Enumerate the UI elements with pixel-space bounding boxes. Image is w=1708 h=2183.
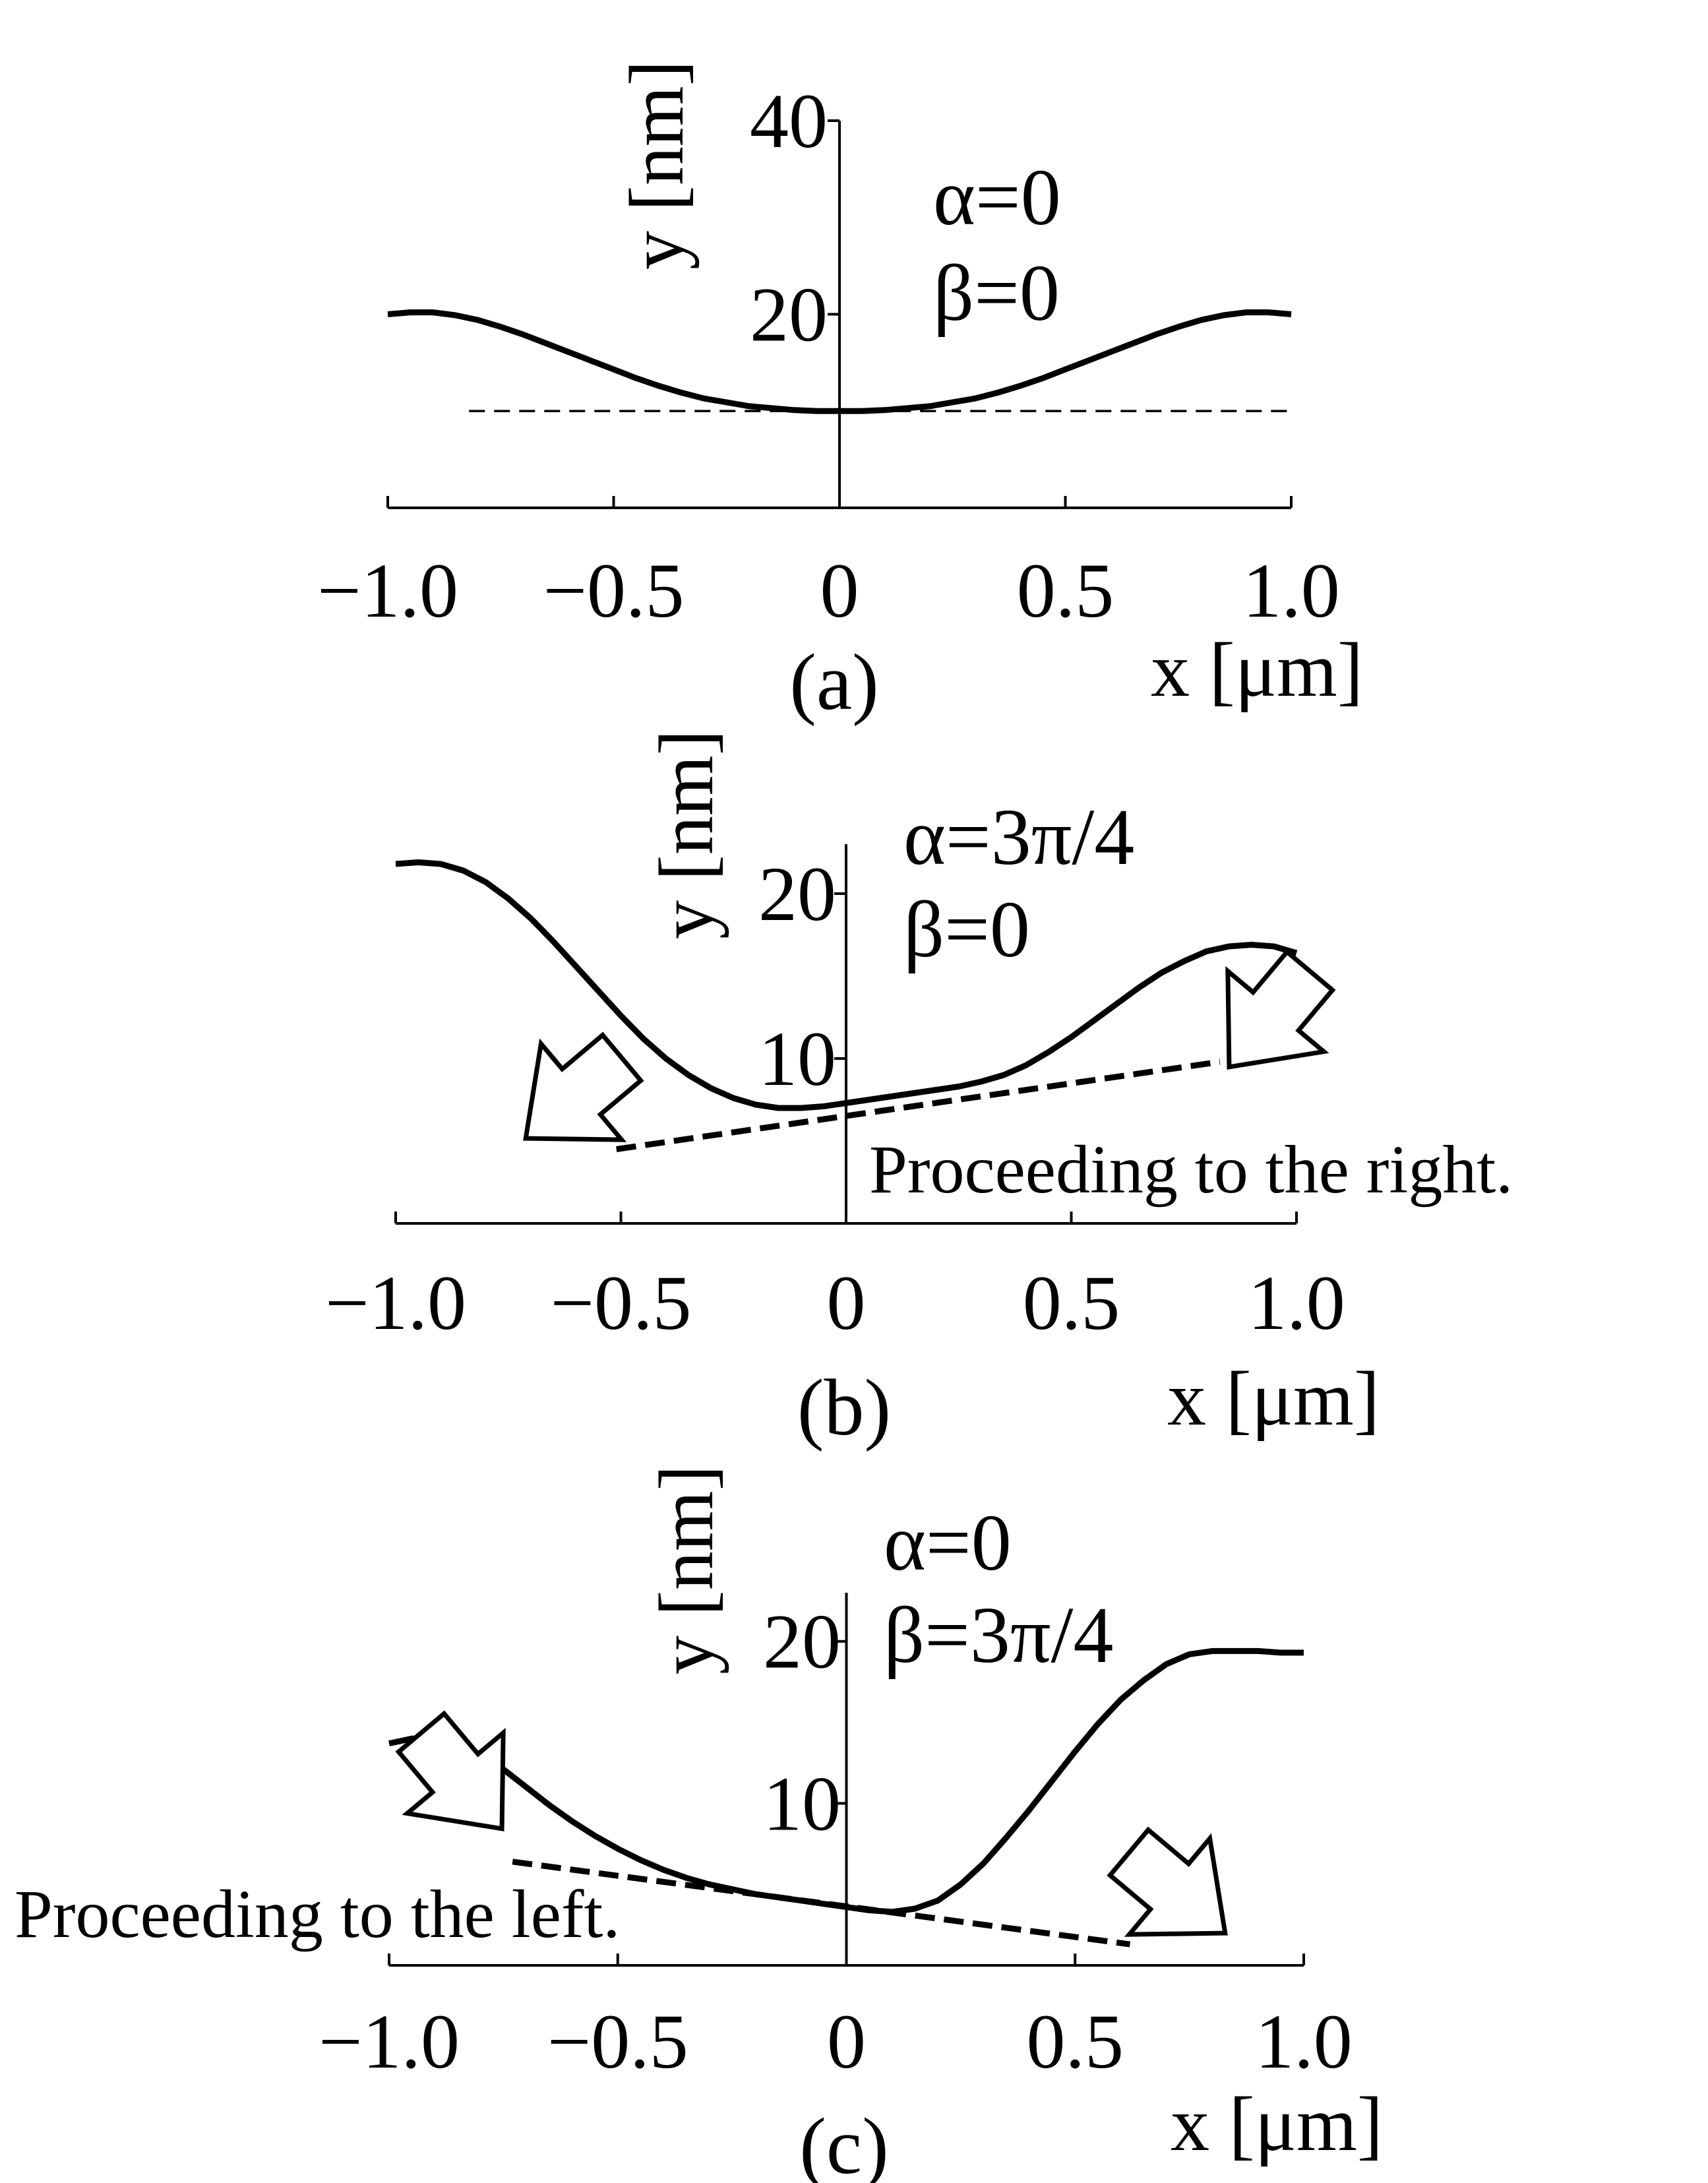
panel-label: (b) [797,1363,891,1452]
annotation-text: Proceeding to the right. [869,1132,1513,1208]
series-curve [395,859,1298,1111]
y-tick-label: 20 [763,1599,841,1685]
x-tick-label: 1.0 [1248,1260,1345,1346]
y-tick-label: 20 [758,851,836,937]
y-tick-label: 40 [750,78,828,164]
panel-b: −1.0 −0.5 0 0.5 1.0 10 20 y [nm] x [μm] α=3π/4β=0… [325,729,1513,1452]
y-tick-label: 10 [758,1016,836,1102]
parameter-label: α=0 [933,153,1061,242]
y-axis-title: y [nm] [643,729,729,939]
hollow-arrow-icon [1107,1826,1228,1937]
x-tick-label: 1.0 [1255,1998,1353,2085]
parameter-label: α=0 [884,1498,1012,1587]
parameter-label: β=0 [933,249,1060,338]
y-tick-label: 10 [763,1760,841,1847]
y-axis-title: y [nm] [643,1465,729,1675]
panel-label: (c) [799,2102,888,2183]
series-curve [387,309,1292,414]
x-axis-title: x [μm] [1171,2081,1383,2167]
annotation-text: Proceeding to the left. [15,1876,620,1952]
panel-c: −1.0 −0.5 0 0.5 1.0 10 20 y [nm] x [μm] α=0β=3π/4… [15,1465,1383,2183]
x-tick-label: 0 [827,1260,866,1346]
x-tick-label: 1.0 [1242,547,1340,634]
x-axis-title: x [μm] [1151,627,1363,713]
parameter-label: α=3π/4 [903,793,1134,882]
panel-a: −1.0 −0.5 0 0.5 1.0 20 40 y [nm] x [μm] α=0β=0 (a) [317,60,1363,727]
x-tick-label: 0 [827,1998,866,2085]
parameter-label: β=3π/4 [884,1591,1113,1680]
hollow-arrow-icon [523,1031,644,1142]
x-tick-label: −0.5 [543,547,684,634]
x-tick-label: −1.0 [317,547,458,634]
x-tick-label: 0.5 [1023,1260,1120,1346]
y-tick-label: 20 [750,272,828,358]
panel-label: (a) [789,638,878,727]
x-tick-label: −0.5 [547,1998,688,2085]
hollow-arrow-icon [395,1710,506,1831]
series-dashed-line [512,1859,1131,1948]
x-tick-label: −1.0 [325,1260,466,1346]
y-axis-title: y [nm] [613,60,700,270]
x-tick-label: 0 [820,547,859,634]
hollow-arrow-icon [1225,948,1336,1070]
x-tick-label: −0.5 [550,1260,691,1346]
x-tick-label: −1.0 [319,1998,460,2085]
x-tick-label: 0.5 [1017,547,1114,634]
x-tick-label: 0.5 [1027,1998,1124,2085]
x-axis-title: x [μm] [1167,1355,1380,1442]
parameter-label: β=0 [903,885,1030,974]
series-dashed-line [616,1059,1221,1152]
